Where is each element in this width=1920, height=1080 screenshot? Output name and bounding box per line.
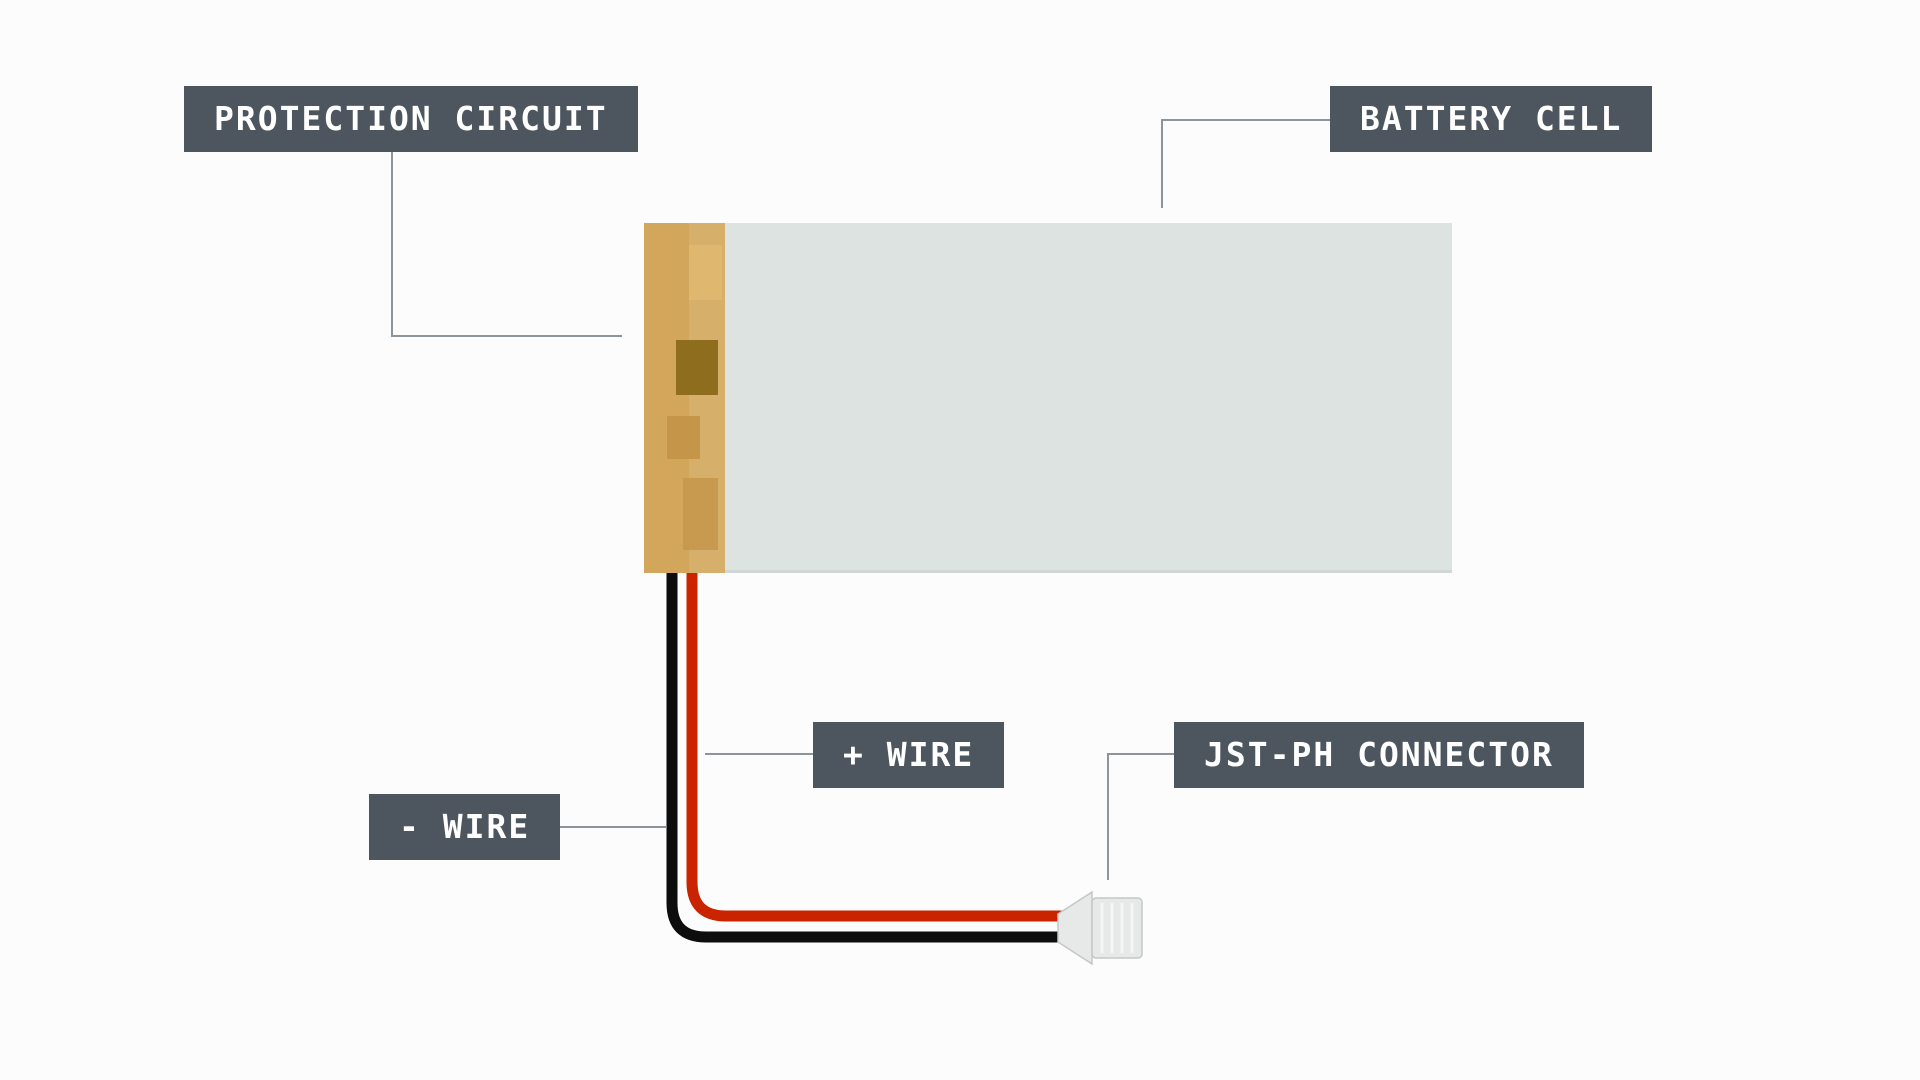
jst-connector-body [1091, 897, 1143, 959]
battery-cell [644, 223, 1452, 573]
label-plus-wire: + WIRE [813, 722, 1005, 788]
label-protection-circuit: PROTECTION CIRCUIT [184, 86, 638, 152]
protection-circuit-component [689, 245, 722, 300]
leader-line-protection-circuit [391, 152, 622, 337]
label-minus-wire: - WIRE [369, 794, 561, 860]
leader-line-jst-connector [1107, 753, 1174, 880]
negative-wire [666, 568, 1068, 943]
label-jst-ph-connector: JST-PH CONNECTOR [1174, 722, 1584, 788]
jst-ph-connector [1057, 890, 1143, 966]
protection-circuit-component [683, 478, 718, 550]
jst-connector-ribs [1100, 903, 1134, 953]
protection-circuit-component [667, 416, 700, 459]
label-battery-cell: BATTERY CELL [1330, 86, 1653, 152]
protection-circuit-component [676, 340, 718, 395]
leader-line-battery-cell [1161, 119, 1330, 208]
positive-wire [686, 568, 1068, 922]
jst-connector-flange [1057, 890, 1093, 966]
protection-circuit [644, 223, 725, 573]
